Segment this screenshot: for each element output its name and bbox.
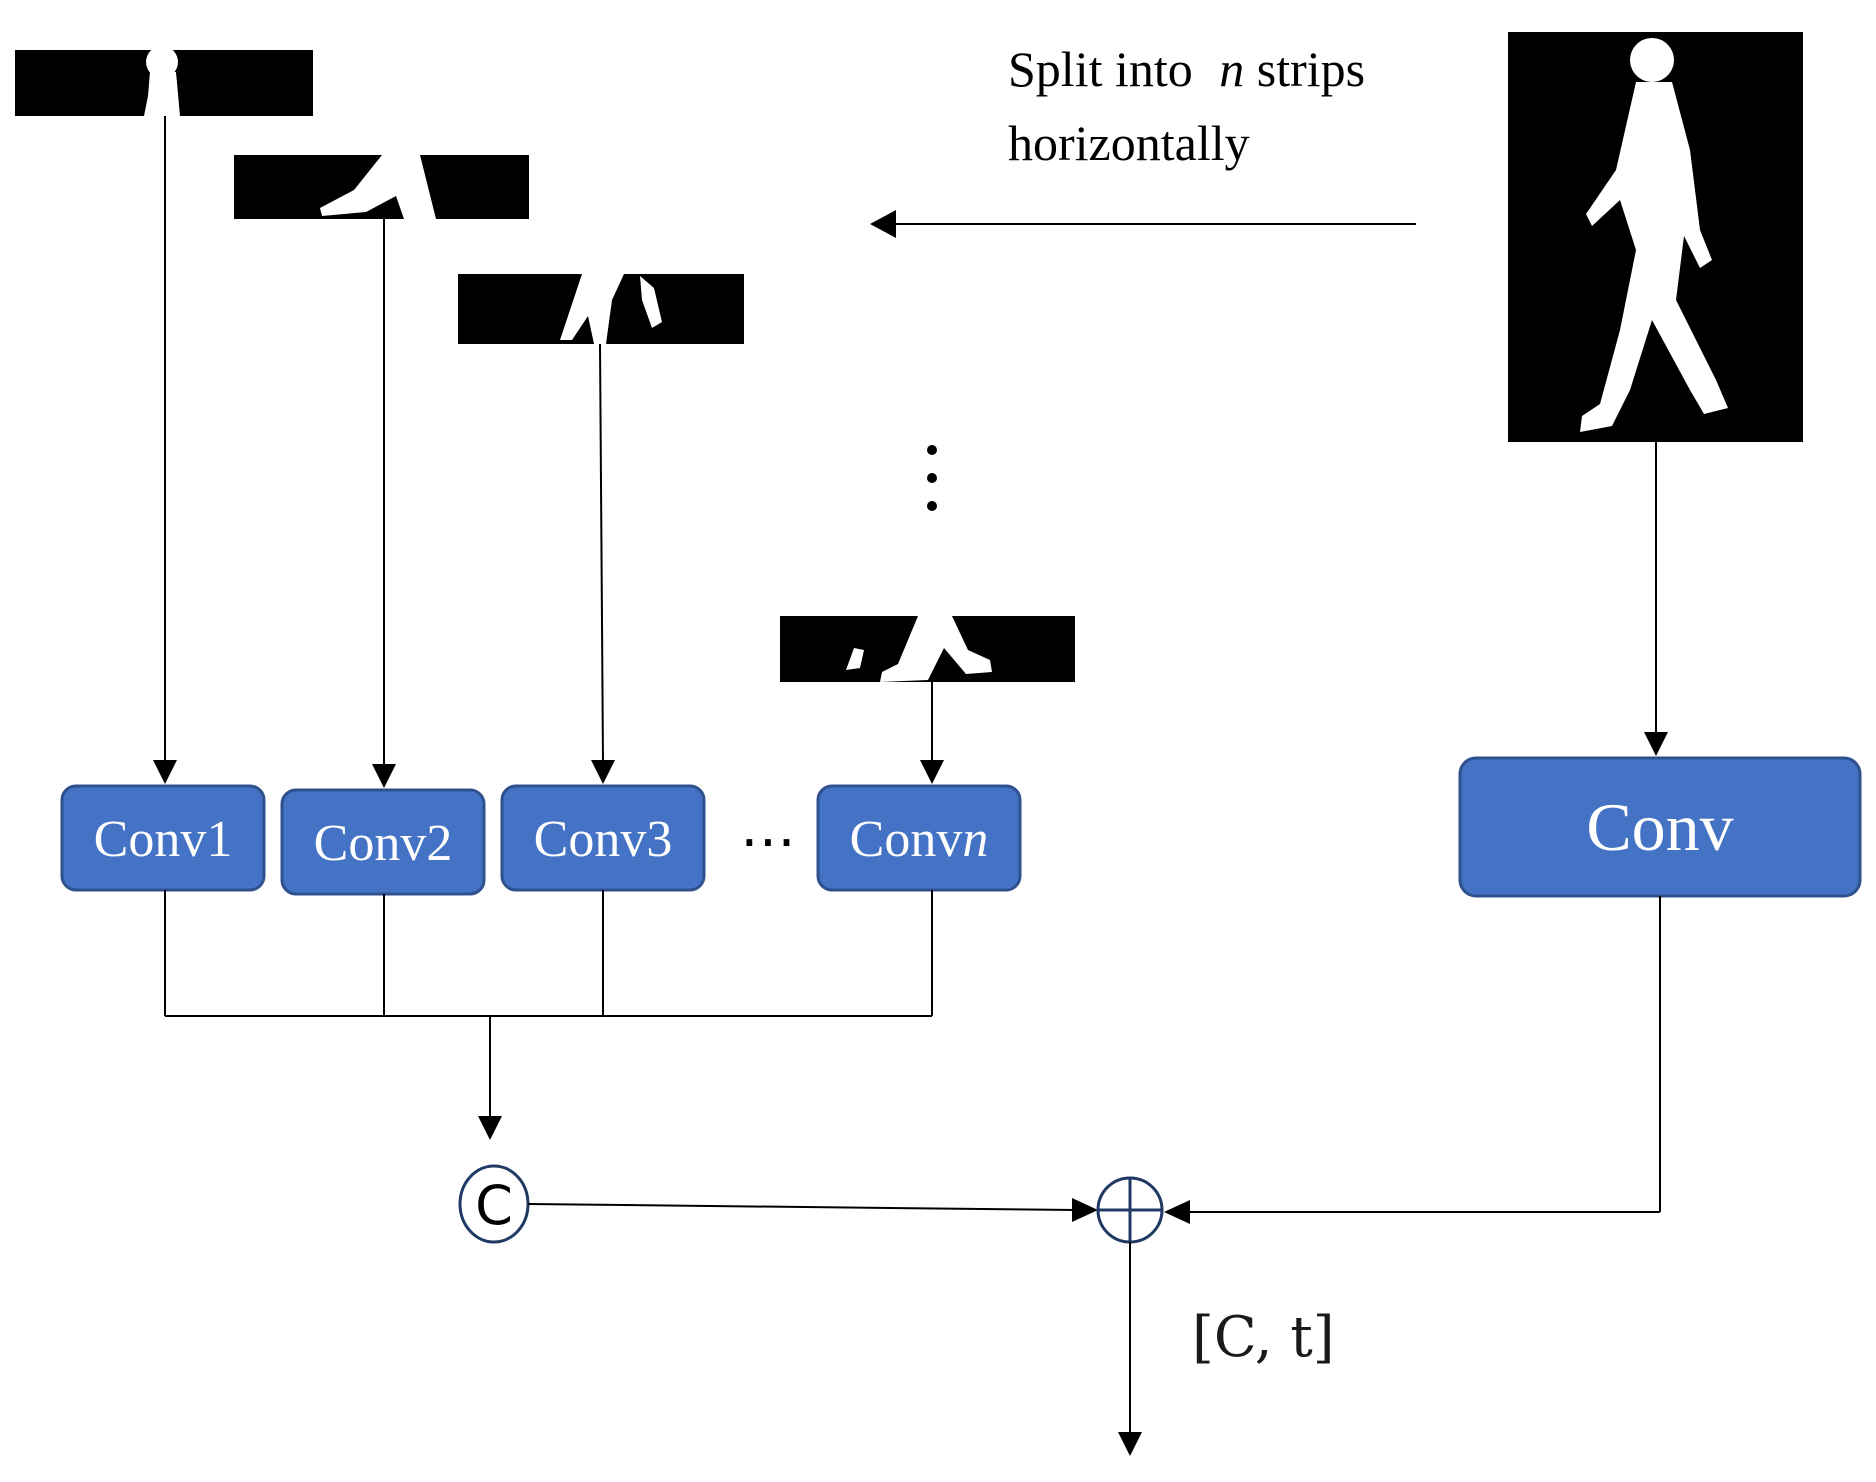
svg-text:Conv: Conv <box>1586 789 1733 865</box>
add-operator-icon <box>1096 1176 1164 1244</box>
strip-image-2 <box>234 155 529 219</box>
output-label: [C, t] <box>1192 1305 1335 1370</box>
svg-text:Conv2: Conv2 <box>314 815 453 872</box>
conv2-box: Conv2 <box>280 788 486 896</box>
conv-to-add-arrow <box>1164 896 1661 1224</box>
split-arrow <box>870 210 1416 238</box>
strip-image-n <box>780 616 1075 682</box>
strip-arrows <box>153 116 944 788</box>
strip-image-3 <box>458 274 744 344</box>
horizontal-ellipsis: ⋯ <box>740 809 796 874</box>
split-caption-line1: Split into n strips <box>1008 41 1365 97</box>
svg-text:Convn: Convn <box>850 811 989 868</box>
convn-box: Convn <box>816 784 1022 892</box>
output-arrow <box>1118 1242 1142 1456</box>
concat-to-add-arrow <box>527 1198 1098 1222</box>
full-silhouette-image <box>1508 32 1803 442</box>
global-conv-box: Conv <box>1458 756 1862 898</box>
svg-text:Conv1: Conv1 <box>94 811 233 868</box>
svg-text:C: C <box>475 1174 513 1237</box>
strip-image-1 <box>15 50 313 116</box>
split-caption-line2: horizontally <box>1008 115 1250 171</box>
full-image-arrow <box>1644 442 1668 756</box>
merge-bus <box>164 890 933 1140</box>
concat-icon: C <box>458 1164 530 1244</box>
vertical-ellipsis <box>927 445 937 511</box>
conv3-box: Conv3 <box>500 784 706 892</box>
conv1-box: Conv1 <box>60 784 266 892</box>
svg-text:Conv3: Conv3 <box>534 811 673 868</box>
